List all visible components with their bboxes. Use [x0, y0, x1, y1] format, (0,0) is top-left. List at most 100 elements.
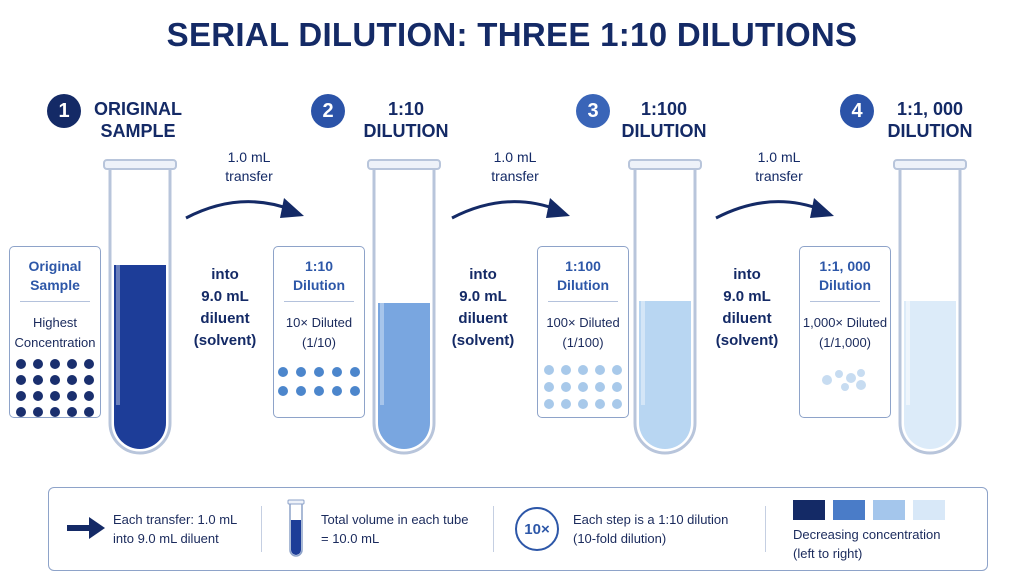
- card-4-desc-line1: 1,000× Diluted: [802, 315, 888, 330]
- diluent-2-line1: into: [469, 266, 497, 283]
- ten-fold-icon: 10×: [515, 507, 559, 551]
- stage-label-1: ORIGINAL SAMPLE: [88, 98, 188, 142]
- transfer-3-line1: 1.0 mL: [757, 149, 801, 165]
- particle-grid-1: [10, 359, 100, 417]
- card-1-divider: [20, 301, 90, 302]
- stage-label-2: 1:10 DILUTION: [356, 98, 456, 142]
- transfer-arrow-1-icon: [185, 198, 304, 220]
- swatch-4: [913, 500, 945, 520]
- legend-fold-line1: Each step is a 1:10 dilution: [573, 512, 729, 527]
- legend-divider-3: [765, 506, 766, 552]
- stage-label-3-line1: 1:100: [640, 99, 688, 119]
- test-tube-1-icon: [103, 159, 177, 455]
- legend-gradient-line2: (left to right): [793, 546, 863, 561]
- legend-gradient-line1: Decreasing concentration: [793, 527, 941, 542]
- diluent-2-line4: (solvent): [451, 332, 515, 349]
- transfer-2-line1: 1.0 mL: [493, 149, 537, 165]
- stage-label-4: 1:1, 000 DILUTION: [880, 98, 980, 142]
- diluent-3-line3: diluent: [722, 310, 772, 327]
- step-badge-1: 1: [47, 94, 81, 128]
- stage-label-4-line2: DILUTION: [887, 121, 973, 141]
- legend-fold-text: Each step is a 1:10 dilution (10-fold di…: [573, 510, 728, 548]
- step-badge-2: 2: [311, 94, 345, 128]
- concentration-card-4: 1:1, 000 Dilution 1,000× Diluted (1/1,00…: [799, 246, 891, 418]
- step-badge-4: 4: [840, 94, 874, 128]
- diluent-2-line3: diluent: [458, 310, 508, 327]
- tube-4-liquid: [904, 301, 956, 449]
- card-2-title-line2: Dilution: [292, 277, 346, 293]
- card-4-title-line2: Dilution: [818, 277, 872, 293]
- card-1-title-line2: Sample: [30, 277, 80, 293]
- stage-label-4-line1: 1:1, 000: [896, 99, 964, 119]
- concentration-card-3: 1:100 Dilution 100× Diluted (1/100): [537, 246, 629, 418]
- card-3-divider: [548, 301, 618, 302]
- stage-label-3: 1:100 DILUTION: [614, 98, 714, 142]
- transfer-2-line2: transfer: [491, 168, 539, 184]
- arrow-right-icon: [67, 517, 105, 539]
- card-1-desc-line1: Highest: [32, 315, 78, 330]
- concentration-gradient: [793, 500, 945, 520]
- diluent-2-line2: 9.0 mL: [459, 288, 507, 305]
- diluent-label-1: into 9.0 mL diluent (solvent): [170, 264, 280, 352]
- page-title: SERIAL DILUTION: THREE 1:10 DILUTIONS: [166, 16, 858, 53]
- legend-volume-text: Total volume in each tube = 10.0 mL: [321, 510, 468, 548]
- stage-label-1-line2: SAMPLE: [100, 121, 176, 141]
- card-3-title-line2: Dilution: [556, 277, 610, 293]
- test-tube-2-icon: [367, 159, 441, 455]
- concentration-card-1: Original Sample Highest Concentration: [9, 246, 101, 418]
- stage-label-3-line2: DILUTION: [621, 121, 707, 141]
- diluent-1-line1: into: [211, 266, 239, 283]
- stage-label-1-line1: ORIGINAL: [94, 99, 182, 119]
- transfer-1-line2: transfer: [225, 168, 273, 184]
- card-2-divider: [284, 301, 354, 302]
- diluent-3-line1: into: [733, 266, 761, 283]
- legend-panel: Each transfer: 1.0 mL into 9.0 mL diluen…: [48, 487, 988, 571]
- transfer-arrow-2-icon: [451, 198, 570, 220]
- card-2-desc-line2: (1/10): [302, 335, 336, 350]
- card-3-desc-line2: (1/100): [562, 335, 604, 350]
- tube-2-liquid: [378, 303, 430, 449]
- swatch-1: [793, 500, 825, 520]
- diluent-label-2: into 9.0 mL diluent (solvent): [428, 264, 538, 352]
- particle-grid-4: [822, 369, 866, 391]
- card-4-divider: [810, 301, 880, 302]
- transfer-label-2: 1.0 mL transfer: [470, 148, 560, 186]
- stage-label-2-line1: 1:10: [387, 99, 425, 119]
- stage-label-2-line2: DILUTION: [363, 121, 449, 141]
- diluent-1-line3: diluent: [200, 310, 250, 327]
- legend-transfer-text: Each transfer: 1.0 mL into 9.0 mL diluen…: [113, 510, 237, 548]
- concentration-card-2: 1:10 Dilution 10× Diluted (1/10): [273, 246, 365, 418]
- diluent-1-line2: 9.0 mL: [201, 288, 249, 305]
- card-4-title-line1: 1:1, 000: [819, 258, 871, 274]
- swatch-3: [873, 500, 905, 520]
- diluent-3-line4: (solvent): [715, 332, 779, 349]
- legend-volume-line2: = 10.0 mL: [321, 531, 380, 546]
- tube-1-liquid: [114, 265, 166, 449]
- mini-tube-icon: [287, 499, 305, 557]
- transfer-arrow-3-icon: [715, 198, 834, 220]
- legend-gradient-text: Decreasing concentration (left to right): [793, 525, 940, 563]
- transfer-label-3: 1.0 mL transfer: [734, 148, 824, 186]
- swatch-2: [833, 500, 865, 520]
- card-1-desc-line2: Concentration: [14, 335, 96, 350]
- transfer-3-line2: transfer: [755, 168, 803, 184]
- legend-transfer-line1: Each transfer: 1.0 mL: [113, 512, 238, 527]
- legend-transfer-line2: into 9.0 mL diluent: [113, 531, 219, 546]
- card-1-title-line1: Original: [28, 258, 82, 274]
- card-2-desc-line1: 10× Diluted: [285, 315, 353, 330]
- card-2-title-line1: 1:10: [304, 258, 334, 274]
- card-4-desc-line2: (1/1,000): [818, 335, 872, 350]
- legend-divider-1: [261, 506, 262, 552]
- diluent-1-line4: (solvent): [193, 332, 257, 349]
- legend-volume-line1: Total volume in each tube: [321, 512, 469, 527]
- tube-3-liquid: [639, 301, 691, 449]
- particle-grid-3: [538, 365, 628, 409]
- legend-divider-2: [493, 506, 494, 552]
- test-tube-4-icon: [893, 159, 967, 455]
- card-3-title-line1: 1:100: [565, 258, 601, 274]
- transfer-label-1: 1.0 mL transfer: [204, 148, 294, 186]
- test-tube-3-icon: [628, 159, 702, 455]
- step-badge-3: 3: [576, 94, 610, 128]
- card-3-desc-line1: 100× Diluted: [546, 315, 620, 330]
- particle-grid-2: [274, 367, 364, 396]
